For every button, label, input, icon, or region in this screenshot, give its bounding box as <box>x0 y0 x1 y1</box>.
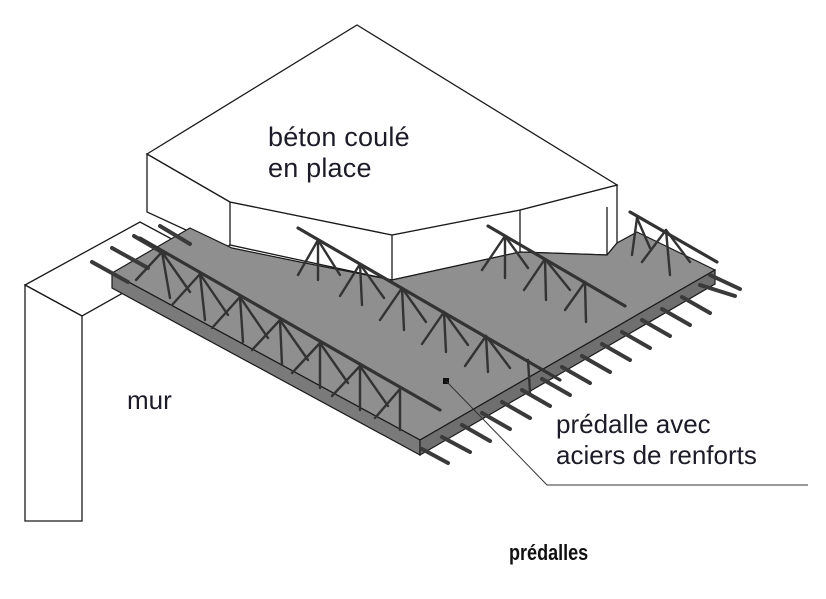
rebar-stubs-front <box>420 273 742 465</box>
wall-front-face <box>24 283 83 522</box>
figure-caption: prédalles <box>509 540 589 565</box>
lattice-girders <box>134 210 719 432</box>
label-wall: mur <box>127 385 172 415</box>
slab-right-edge <box>419 268 716 457</box>
label-cast-in-place-concrete-line2: en place <box>268 153 372 183</box>
label-cast-in-place-concrete-line1: béton coulé <box>268 122 410 152</box>
label-precast-slab-line2: aciers de renforts <box>556 440 757 470</box>
slab-leader-line <box>443 378 808 486</box>
label-precast-slab-line1: prédalle avec <box>556 409 711 439</box>
label-precast-slab: prédalle avec aciers de renforts <box>556 409 757 471</box>
label-cast-in-place-concrete: béton coulé en place <box>268 122 410 184</box>
